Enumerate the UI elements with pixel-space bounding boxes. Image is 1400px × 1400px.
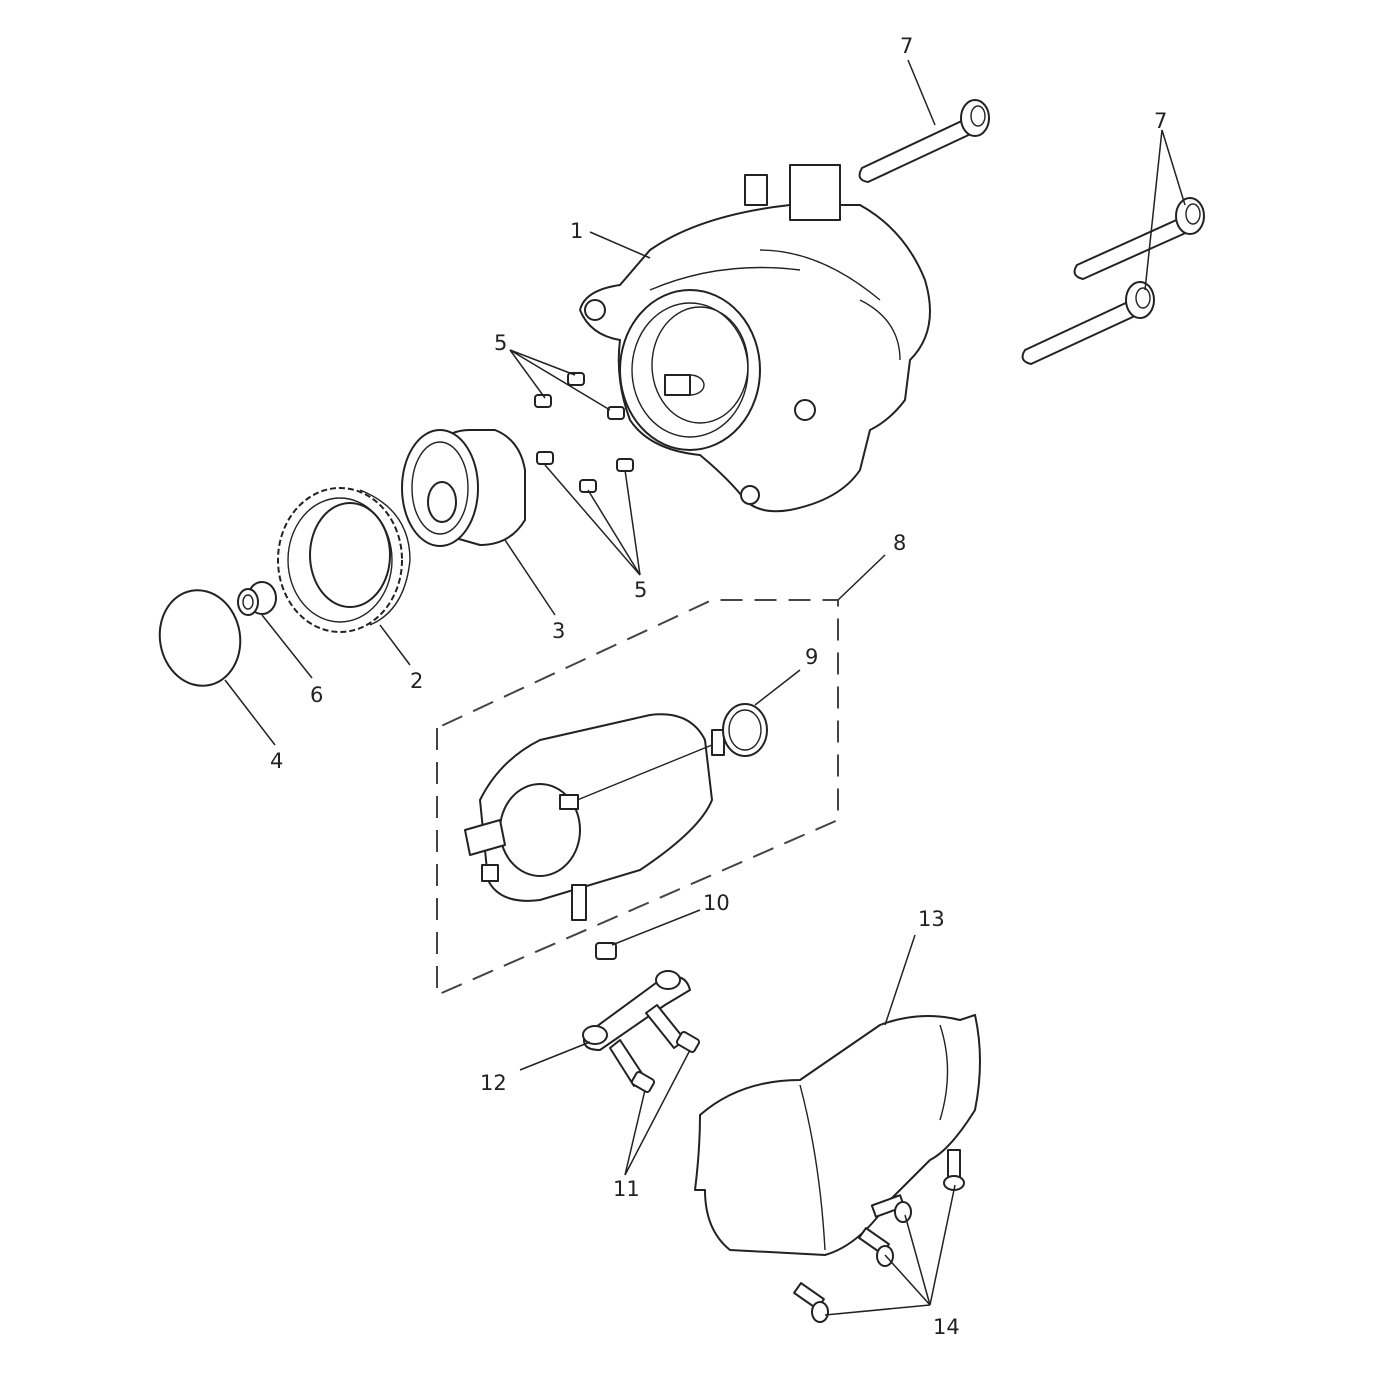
callout-8: 8 [893,531,906,555]
part-1-housing [579,164,931,513]
callout-12: 12 [480,1071,507,1095]
callout-13: 13 [918,907,945,931]
part-11-bolts [609,1004,701,1093]
callout-9: 9 [805,645,818,669]
leader-lines [224,59,1186,1316]
part-13-cover [694,1014,981,1256]
callout-6: 6 [310,683,323,707]
part-12-bracket [582,970,691,1051]
part-7-bolt-right-upper [1073,197,1205,280]
callout-14: 14 [933,1315,960,1339]
callout-4: 4 [270,749,283,773]
part-5-screws [534,372,634,493]
callout-10: 10 [703,891,730,915]
callout-3: 3 [552,619,565,643]
part-2-gear [277,487,411,633]
part-7-bolt-right-lower [1021,281,1155,365]
part-8-assembly-boundary [436,599,839,997]
part-4-cover-disc [158,589,242,687]
callout-5-upper: 5 [494,331,507,355]
part-9-o-ring [722,703,768,757]
part-14-screws [793,1149,965,1323]
callout-11: 11 [613,1177,640,1201]
callout-1: 1 [570,219,583,243]
callout-5-lower: 5 [634,578,647,602]
part-3-flange [401,429,526,547]
starter-motor [464,713,725,921]
part-10-nut [595,942,617,960]
callout-7-right: 7 [1154,109,1167,133]
callout-2: 2 [410,669,423,693]
part-6-bushing [237,581,277,616]
callout-7-top: 7 [900,34,913,58]
part-7-bolt-top [858,99,990,183]
